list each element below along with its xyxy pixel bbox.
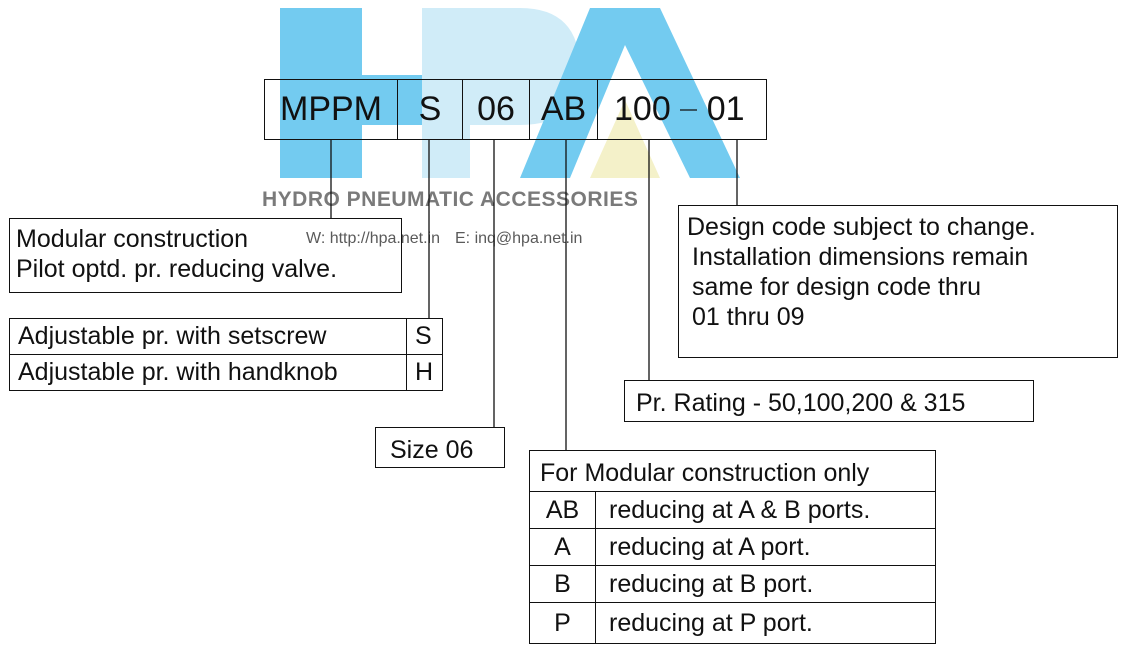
adjustment-desc: Adjustable pr. with handknob [9, 354, 407, 391]
design-line-3: same for design code thru [692, 273, 982, 301]
code-series: MPPM [264, 79, 398, 140]
table-row: A reducing at A port. [529, 528, 936, 566]
design-code-box: Design code subject to change. Installat… [678, 205, 1118, 358]
watermark-email: E: inq@hpa.net.in [455, 230, 583, 247]
adjustment-code: H [406, 354, 443, 391]
adjustment-code: S [406, 318, 443, 355]
reducing-desc: reducing at A & B ports. [595, 491, 936, 529]
logo-letter-h [280, 8, 422, 178]
watermark-company: HYDRO PNEUMATIC ACCESSORIES [262, 188, 639, 211]
table-row: Adjustable pr. with handknob H [9, 354, 443, 391]
table-row: B reducing at B port. [529, 565, 936, 603]
reducing-code: P [529, 602, 596, 644]
logo-letter-p [422, 8, 580, 178]
code-size: 06 [462, 79, 530, 140]
watermark-web: W: http://hpa.net.in [306, 230, 441, 247]
code-adjustment: S [397, 79, 463, 140]
design-line-4: 01 thru 09 [692, 303, 805, 331]
design-line-2: Installation dimensions remain [692, 243, 1029, 271]
modular-line-1: Modular construction [16, 225, 249, 253]
table-row: P reducing at P port. [529, 602, 936, 644]
reducing-table-header: For Modular construction only [529, 450, 936, 492]
reducing-code: A [529, 528, 596, 566]
pressure-rating-box: Pr. Rating - 50,100,200 & 315 [624, 380, 1034, 422]
code-pressure-and-design: 100 01 [597, 79, 767, 140]
adjustment-desc: Adjustable pr. with setscrew [9, 318, 407, 355]
modular-construction-box: Modular construction Pilot optd. pr. red… [9, 218, 402, 293]
modular-line-2: Pilot optd. pr. reducing valve. [16, 255, 338, 283]
code-pressure: 100 [614, 90, 671, 128]
code-reducing: AB [529, 79, 598, 140]
reducing-desc: reducing at P port. [595, 602, 936, 644]
design-line-1: Design code subject to change. [687, 213, 1036, 241]
reducing-desc: reducing at A port. [595, 528, 936, 566]
reducing-code: AB [529, 491, 596, 529]
size-box: Size 06 [375, 427, 505, 468]
table-row: Adjustable pr. with setscrew S [9, 318, 443, 355]
reducing-desc: reducing at B port. [595, 565, 936, 603]
table-row: AB reducing at A & B ports. [529, 491, 936, 529]
code-design: 01 [706, 90, 745, 128]
reducing-code: B [529, 565, 596, 603]
